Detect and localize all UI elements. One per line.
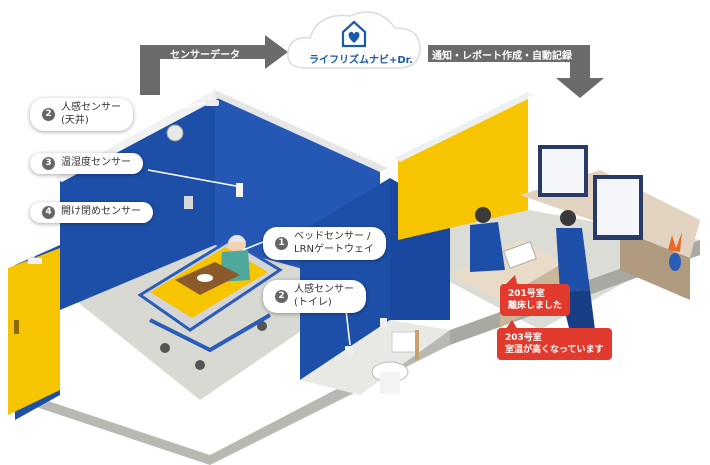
label-number: 3 <box>42 157 55 170</box>
patient-hair <box>228 235 246 242</box>
label-number: 4 <box>42 206 55 219</box>
wall-switch <box>184 196 193 209</box>
alert-high-temperature: 203号室 室温が高くなっています <box>497 328 612 361</box>
station-counter-front <box>620 230 690 300</box>
bed-wheel-3 <box>257 321 267 331</box>
label-text: 開け閉めセンサー <box>61 206 141 218</box>
cloud-service-name: ライフリズムナビ+Dr. <box>309 55 413 66</box>
toilet-switch <box>345 346 353 356</box>
alert-pointer-2 <box>505 320 518 330</box>
staff-2-body <box>556 228 590 292</box>
label-ceiling-motion-sensor: 2 人感センサー (天井) <box>30 98 133 131</box>
staff-1-body <box>470 222 505 272</box>
label-bed-sensor: 1 ベッドセンサー / LRNゲートウェイ <box>263 227 386 260</box>
toilet-tank <box>391 331 417 353</box>
label-door-sensor: 4 開け閉めセンサー <box>30 202 153 223</box>
tablet <box>503 241 537 269</box>
leader-temp <box>147 169 237 187</box>
ceiling-motion-sensor <box>205 100 219 106</box>
grab-bar <box>415 330 419 360</box>
vase <box>669 253 681 271</box>
label-number: 2 <box>42 108 55 121</box>
door-handle <box>14 320 19 334</box>
alert-bed-exit: 201号室 離床しました <box>500 284 571 317</box>
station-back-wall-yellow <box>398 95 528 240</box>
station-wall-top <box>395 92 534 162</box>
floor-slab-front <box>30 330 450 465</box>
label-number: 2 <box>275 290 288 303</box>
heart-home-icon <box>341 20 367 48</box>
label-text: 温湿度センサー <box>61 157 131 169</box>
toilet-motion-sensor <box>380 318 387 328</box>
label-text: 人感センサー (トイレ) <box>294 284 354 308</box>
station-desk <box>450 240 565 300</box>
leader-ceiling <box>149 102 206 114</box>
monitor-right-screen <box>597 179 639 235</box>
sensor-data-arrow <box>140 35 288 95</box>
output-arrow <box>428 45 604 98</box>
bed-rail <box>149 313 272 353</box>
label-text: ベッドセンサー / LRNゲートウェイ <box>294 231 374 255</box>
door-sensor <box>28 258 42 264</box>
ceiling-camera <box>166 124 184 142</box>
label-text: 人感センサー (天井) <box>61 102 121 126</box>
label-toilet-motion-sensor: 2 人感センサー (トイレ) <box>263 280 366 313</box>
label-number: 1 <box>275 237 288 250</box>
leader-toilet <box>345 309 351 346</box>
flowers <box>668 232 682 252</box>
wall-top-right <box>215 90 388 172</box>
leader-door <box>31 224 53 261</box>
door <box>8 248 60 415</box>
sensor-data-label: センサーデータ <box>170 50 240 61</box>
staff-1-head <box>475 207 491 223</box>
monitor-left-screen <box>542 149 584 193</box>
bed-wheel-1 <box>160 343 170 353</box>
staff-2-head <box>560 210 576 226</box>
label-temp-humidity-sensor: 3 温湿度センサー <box>30 153 143 174</box>
meal-plate <box>197 274 213 282</box>
toilet-base <box>380 372 400 394</box>
output-label: 通知・レポート作成・自動記録 <box>432 51 572 62</box>
bed-wheel-2 <box>195 360 205 370</box>
temp-humidity-sensor <box>236 183 243 197</box>
